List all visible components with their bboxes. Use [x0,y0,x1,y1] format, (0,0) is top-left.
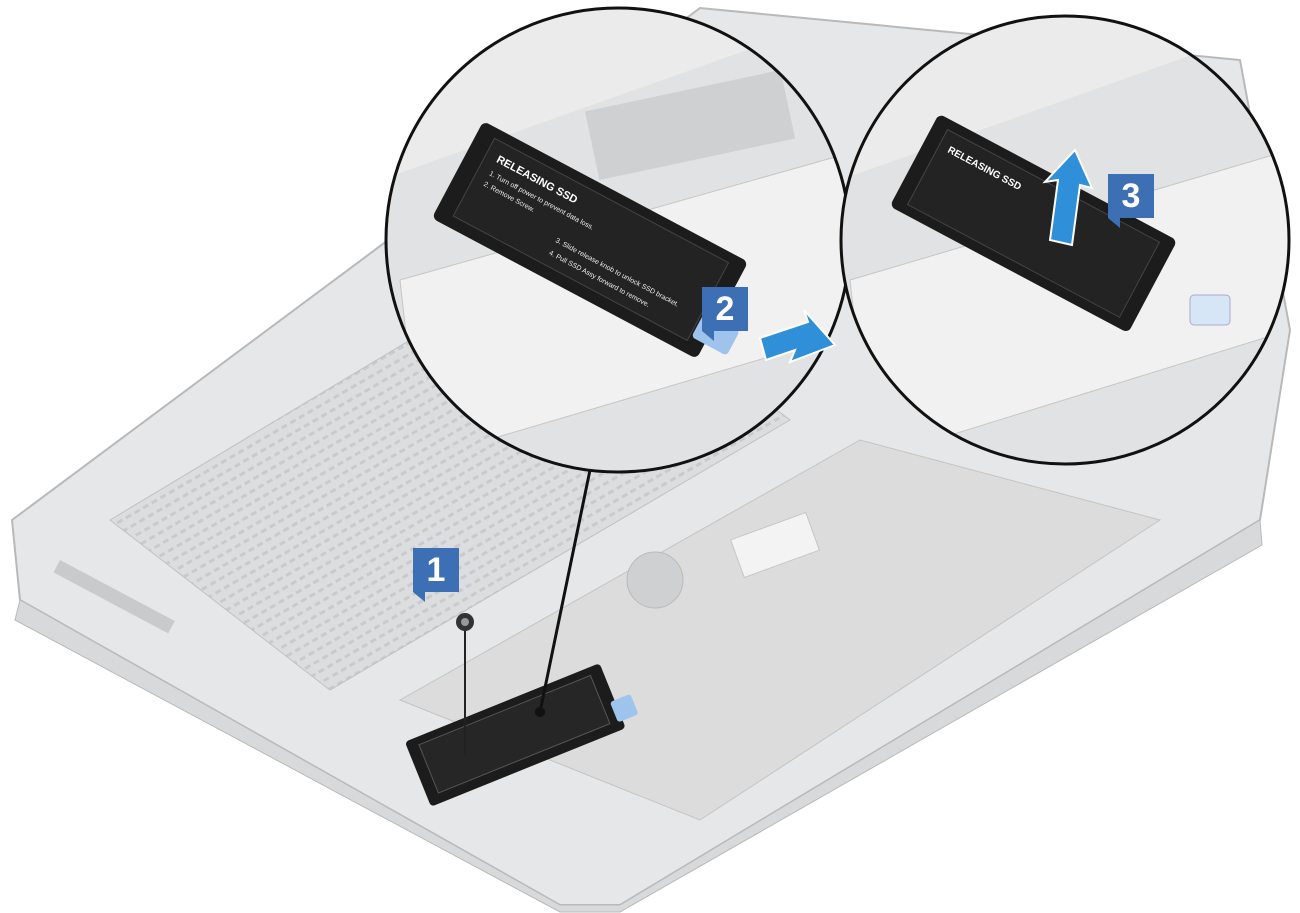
zoom-circle-step-2: RELEASING SSD 1. Turn off power to preve… [384,6,852,474]
release-tab-open [1189,294,1231,326]
release-tab [610,694,638,722]
screw [456,613,474,755]
callout-step-3: 3 [1108,174,1154,228]
zoom-leader-line [538,469,592,713]
callout-step-1: 1 [413,548,459,602]
ssd-bracket-installed [406,664,638,806]
callout-step-2: 2 [702,287,748,341]
slide-arrow [758,309,837,364]
lift-arrow [1042,148,1094,247]
